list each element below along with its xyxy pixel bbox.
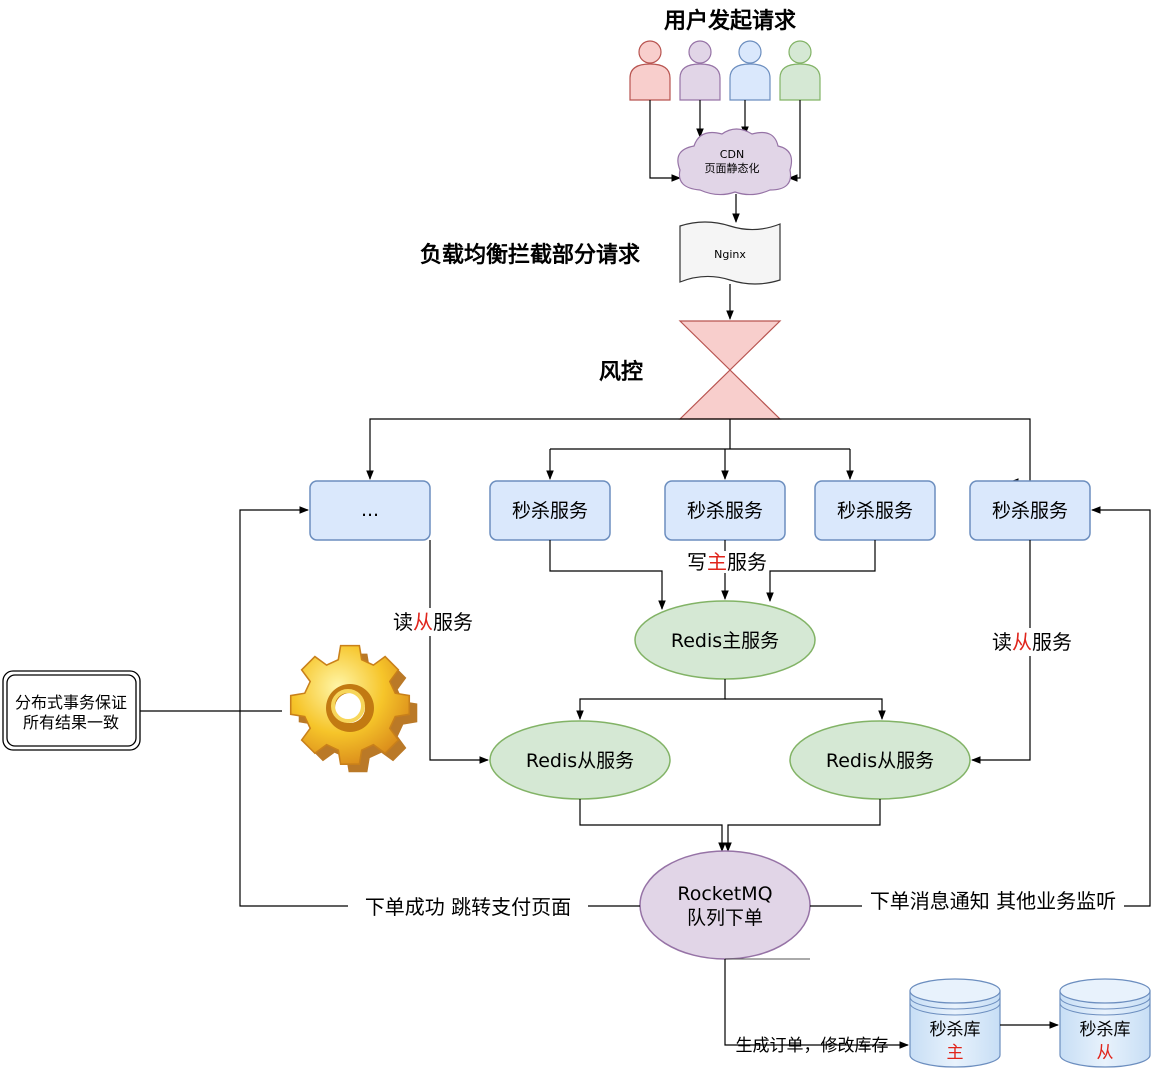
edge-risk-seckill-4 — [730, 418, 1031, 486]
db-master-role: 主 — [947, 1043, 964, 1063]
distributed-transaction-note: 分布式事务保证 所有结果一致 — [2, 670, 141, 751]
db-master: 秒杀库 主 — [909, 978, 1001, 1068]
redis-slave-left-label: Redis从服务 — [526, 750, 634, 772]
edge-label-read-slave-left: 读从服务 — [393, 610, 473, 634]
seckill-service-4-label: 秒杀服务 — [992, 500, 1068, 522]
user-icon-green — [779, 40, 821, 101]
redis-master-label: Redis主服务 — [671, 630, 779, 652]
rocketmq-sublabel: 队列下单 — [687, 907, 763, 929]
nginx-label: Nginx — [714, 248, 746, 261]
edge-slave-right-mq — [724, 799, 881, 852]
risk-control-hourglass — [678, 320, 782, 420]
cdn-cloud: CDN 页面静态化 — [677, 128, 793, 196]
seckill-service-4: 秒杀服务 — [969, 480, 1091, 541]
edge-label-order-notify: 下单消息通知 其他业务监听 — [870, 889, 1116, 913]
load-balancer-label: 负载均衡拦截部分请求 — [420, 242, 640, 268]
rocketmq-queue: RocketMQ 队列下单 — [639, 850, 811, 960]
edge-seckill-3-redis-master — [766, 540, 876, 602]
seckill-service-2-label: 秒杀服务 — [687, 500, 763, 522]
seckill-service-3: 秒杀服务 — [814, 480, 936, 541]
redis-slave-right: Redis从服务 — [789, 720, 971, 800]
user-icon-purple — [679, 40, 721, 101]
cdn-sublabel: 页面静态化 — [705, 161, 760, 175]
distributed-note-line2: 所有结果一致 — [23, 713, 119, 732]
redis-master: Redis主服务 — [634, 600, 816, 680]
seckill-service-3-label: 秒杀服务 — [837, 500, 913, 522]
edge-label-create-order: 生成订单，修改库存 — [736, 1036, 889, 1056]
cdn-label: CDN — [720, 148, 744, 161]
edge-seckill-4-redis-slave-right — [972, 540, 1031, 760]
edge-seckill-1-redis-master — [549, 540, 666, 610]
redis-slave-left: Redis从服务 — [489, 720, 671, 800]
edge-master-slave-right — [725, 698, 886, 720]
edge-hub-seckill-2 — [550, 448, 850, 479]
edge-risk-ellipsis — [366, 418, 730, 480]
seckill-service-2: 秒杀服务 — [664, 480, 786, 541]
db-master-label: 秒杀库 — [930, 1020, 981, 1040]
risk-control-label: 风控 — [599, 359, 643, 385]
user-icon-blue — [729, 40, 771, 101]
service-ellipsis-label: ... — [361, 499, 379, 521]
edge-label-write-master: 写主服务 — [687, 550, 767, 574]
edge-ellipsis-redis-slave-left — [429, 540, 488, 760]
seckill-service-1-label: 秒杀服务 — [512, 500, 588, 522]
rocketmq-label: RocketMQ — [677, 883, 772, 905]
seckill-service-1: 秒杀服务 — [489, 480, 611, 541]
edge-slave-left-mq — [579, 799, 726, 852]
gear-icon — [289, 644, 418, 773]
edge-mq-db-master — [724, 959, 909, 1049]
db-slave-label: 秒杀库 — [1080, 1020, 1131, 1040]
user-icon-red — [629, 40, 671, 101]
edge-label-read-slave-right: 读从服务 — [992, 630, 1072, 654]
db-slave-role: 从 — [1097, 1043, 1114, 1063]
redis-slave-right-label: Redis从服务 — [826, 750, 934, 772]
edge-mq-ellipsis — [239, 510, 640, 907]
edge-master-slave-left — [576, 679, 726, 720]
edge-user-green-cdn — [788, 100, 801, 182]
edge-mq-seckill-4 — [810, 510, 1151, 907]
nginx-node: Nginx — [679, 221, 781, 285]
distributed-note-line1: 分布式事务保证 — [15, 693, 127, 712]
db-slave: 秒杀库 从 — [1059, 978, 1151, 1068]
service-ellipsis: ... — [309, 480, 431, 541]
edge-user-red-cdn — [649, 100, 681, 182]
users-title: 用户发起请求 — [664, 8, 796, 34]
edge-label-order-success: 下单成功 跳转支付页面 — [365, 895, 571, 919]
